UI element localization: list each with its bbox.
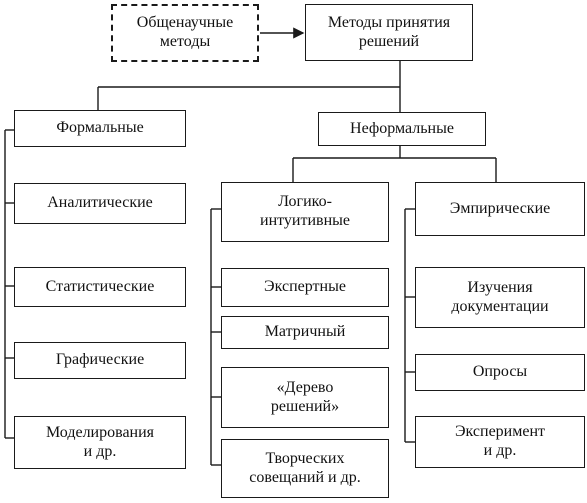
- box-logical-intuitive: Логико- интуитивные: [221, 182, 389, 242]
- box-informal: Неформальные: [318, 112, 486, 146]
- box-formal-analytical: Аналитические: [14, 183, 186, 224]
- box-decision-methods: Методы принятия решений: [305, 4, 473, 61]
- box-general-methods: Общенаучные методы: [111, 4, 259, 62]
- box-empirical: Эмпирические: [415, 182, 585, 236]
- box-logical-decision-tree: «Дерево решений»: [221, 367, 389, 428]
- box-logical-creative-meetings: Творческих совещаний и др.: [221, 439, 389, 498]
- box-empirical-documentation: Изучения документации: [415, 267, 585, 328]
- box-empirical-experiment: Эксперимент и др.: [415, 416, 585, 468]
- box-logical-matrix: Матричный: [221, 316, 389, 349]
- box-formal-modeling: Моделирования и др.: [14, 416, 186, 469]
- box-formal-statistical: Статистические: [14, 267, 186, 307]
- box-formal: Формальные: [14, 110, 186, 147]
- box-formal-graphical: Графические: [14, 342, 186, 379]
- box-empirical-surveys: Опросы: [415, 354, 585, 391]
- box-logical-expert: Экспертные: [221, 268, 389, 307]
